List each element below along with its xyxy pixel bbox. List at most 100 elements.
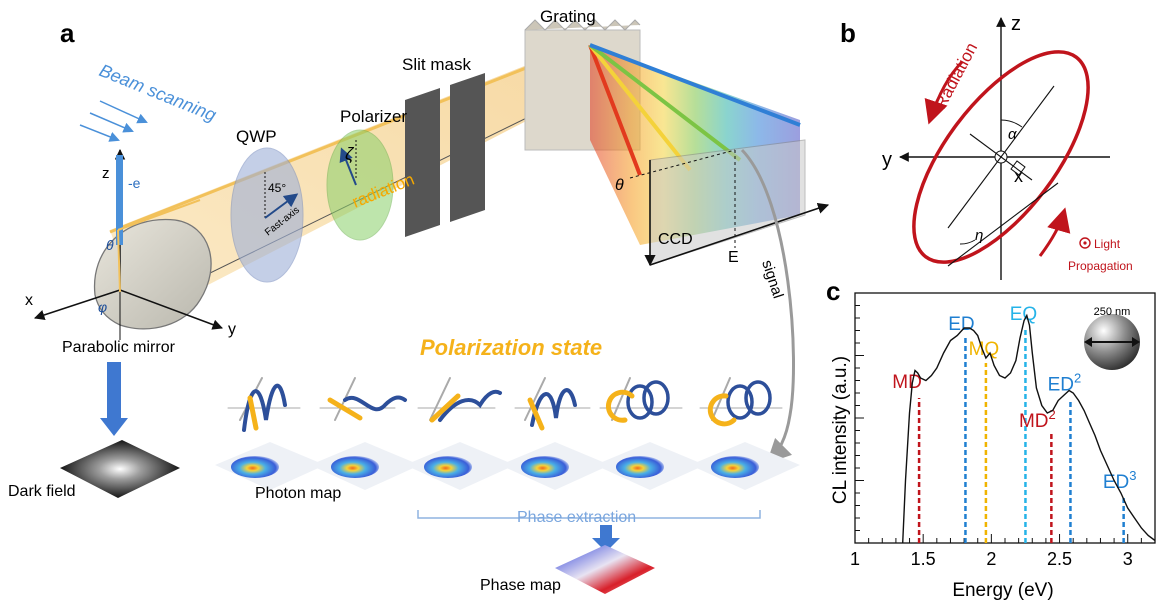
slit-mask-label: Slit mask: [402, 55, 471, 74]
scan-arrow-1: [79, 124, 120, 142]
light-propagation-icon-dot: [1083, 241, 1087, 245]
polarization-ellipse: [912, 50, 1090, 264]
mode-label-ed: ED: [948, 314, 974, 335]
x-axis-title: Energy (eV): [952, 580, 1053, 601]
polarization-glyph-1: [227, 377, 301, 432]
photon-map-tile-5: [595, 442, 705, 490]
polarization-glyph-6: [699, 377, 783, 427]
y-minor-ticks: [855, 305, 864, 531]
panel-b-x-label: x: [1014, 166, 1023, 186]
light-propagation-line1: Light: [1094, 237, 1121, 251]
phase-map-label: Phase map: [480, 577, 561, 594]
phase-arrow-shaft: [600, 525, 612, 539]
phase-extraction-bracket: [417, 510, 761, 519]
light-propagation-line2: Propagation: [1068, 259, 1133, 273]
grating-teeth: [524, 19, 641, 31]
phase-extraction-label: Phase extraction: [517, 509, 636, 526]
scale-bar-arrow-right: [1132, 337, 1140, 347]
x-tick-label: 2: [986, 549, 996, 569]
qwp-fast-axis-arrow: [264, 193, 299, 219]
qwp-label: QWP: [236, 127, 277, 146]
y-axis: [119, 289, 223, 330]
zeta-label: ζ: [345, 144, 355, 164]
eta-arc: [959, 239, 976, 245]
panel-c-letter: c: [826, 276, 840, 306]
x-axis: [34, 289, 121, 321]
ccd-energy-label: E: [728, 249, 739, 266]
parabolic-mirror-label: Parabolic mirror: [62, 339, 176, 356]
phi-label: φ: [98, 299, 107, 315]
dark-field-arrow-shaft: [107, 362, 121, 420]
blue-ray: [589, 43, 801, 127]
ellipse-minor-axis: [969, 133, 1033, 181]
scan-arrow-2: [89, 112, 134, 133]
polarizer-label: Polarizer: [340, 107, 407, 126]
light-propagation-icon: [1079, 237, 1091, 249]
photon-map-tile-1: [215, 442, 325, 490]
slit-mask-right-plate: [450, 73, 485, 222]
x-axis-label: x: [25, 292, 33, 309]
signal-label: signal: [758, 258, 786, 301]
grating-label: Grating: [540, 7, 596, 26]
panel-a-letter: a: [60, 18, 75, 48]
polarization-glyphs: [227, 377, 783, 432]
polarization-glyph-4: [514, 377, 591, 431]
ccd-theta-guide: [629, 149, 736, 179]
z-axis-label: z: [102, 165, 110, 182]
photon-maps: [215, 442, 800, 490]
radiation-rotation-arrow-lower: [1038, 207, 1071, 257]
ellipse-rectangle-diagonal: [947, 182, 1059, 267]
polarization-glyph-2: [319, 377, 407, 421]
x-ticks: [854, 534, 1156, 543]
panel-b: b z y x α η Radiation Light Propagation: [840, 13, 1133, 280]
red-ray: [588, 44, 642, 176]
polarizer-axis-arrow: [339, 147, 357, 186]
mode-label-md: MD: [892, 372, 922, 393]
scale-bar-label: 250 nm: [1094, 306, 1131, 318]
cl-spectrum-line: [902, 313, 1156, 544]
dark-field-label: Dark field: [8, 483, 76, 500]
mode-label-eq: EQ: [1010, 304, 1037, 325]
panel-a: a Grating θ CCD E signal Slit mask: [8, 7, 830, 594]
signal-arrow: [740, 148, 796, 464]
beam-scanning-label: Beam scanning: [97, 60, 220, 125]
dark-field-image: [60, 440, 180, 498]
photon-map-label: Photon map: [255, 485, 341, 502]
mode-label-md2: MD2: [1019, 407, 1056, 432]
phase-map-image: [555, 545, 655, 594]
x-tick-label: 1: [850, 549, 860, 569]
polarization-glyph-5: [599, 377, 683, 423]
photon-map-tile-4: [500, 442, 610, 490]
y-axis-title: CL intensity (a.u.): [830, 356, 851, 504]
panel-b-radiation-label: Radiation: [931, 40, 981, 112]
emission-ray: [117, 229, 121, 293]
mode-label-mq: MQ: [969, 339, 1000, 360]
panel-b-z-label: z: [1011, 13, 1021, 35]
scale-bar-arrow-left: [1084, 337, 1092, 347]
panel-b-y-label: y: [882, 149, 892, 171]
polarization-glyph-3: [417, 377, 502, 423]
qwp-disc: [230, 147, 304, 283]
alpha-label: α: [1008, 126, 1017, 143]
slit-mask-left-plate: [405, 88, 440, 237]
photon-map-tile-6: [690, 442, 800, 490]
green-ray: [588, 43, 742, 162]
photon-map-tile-2: [310, 442, 420, 490]
phase-arrow-head: [592, 538, 620, 552]
x-tick-label: 3: [1123, 549, 1133, 569]
dark-field-arrow-head: [100, 418, 128, 436]
alpha-arc: [1000, 119, 1023, 128]
reflected-ray: [117, 199, 201, 231]
panel-b-letter: b: [840, 18, 856, 48]
photon-map-tile-3: [405, 442, 515, 490]
polarization-state-title: Polarization state: [420, 335, 602, 360]
ccd-theta-label: θ: [615, 177, 624, 194]
electron-beam: [116, 155, 123, 245]
electron-label: -e: [128, 175, 141, 191]
eta-label: η: [975, 227, 983, 244]
